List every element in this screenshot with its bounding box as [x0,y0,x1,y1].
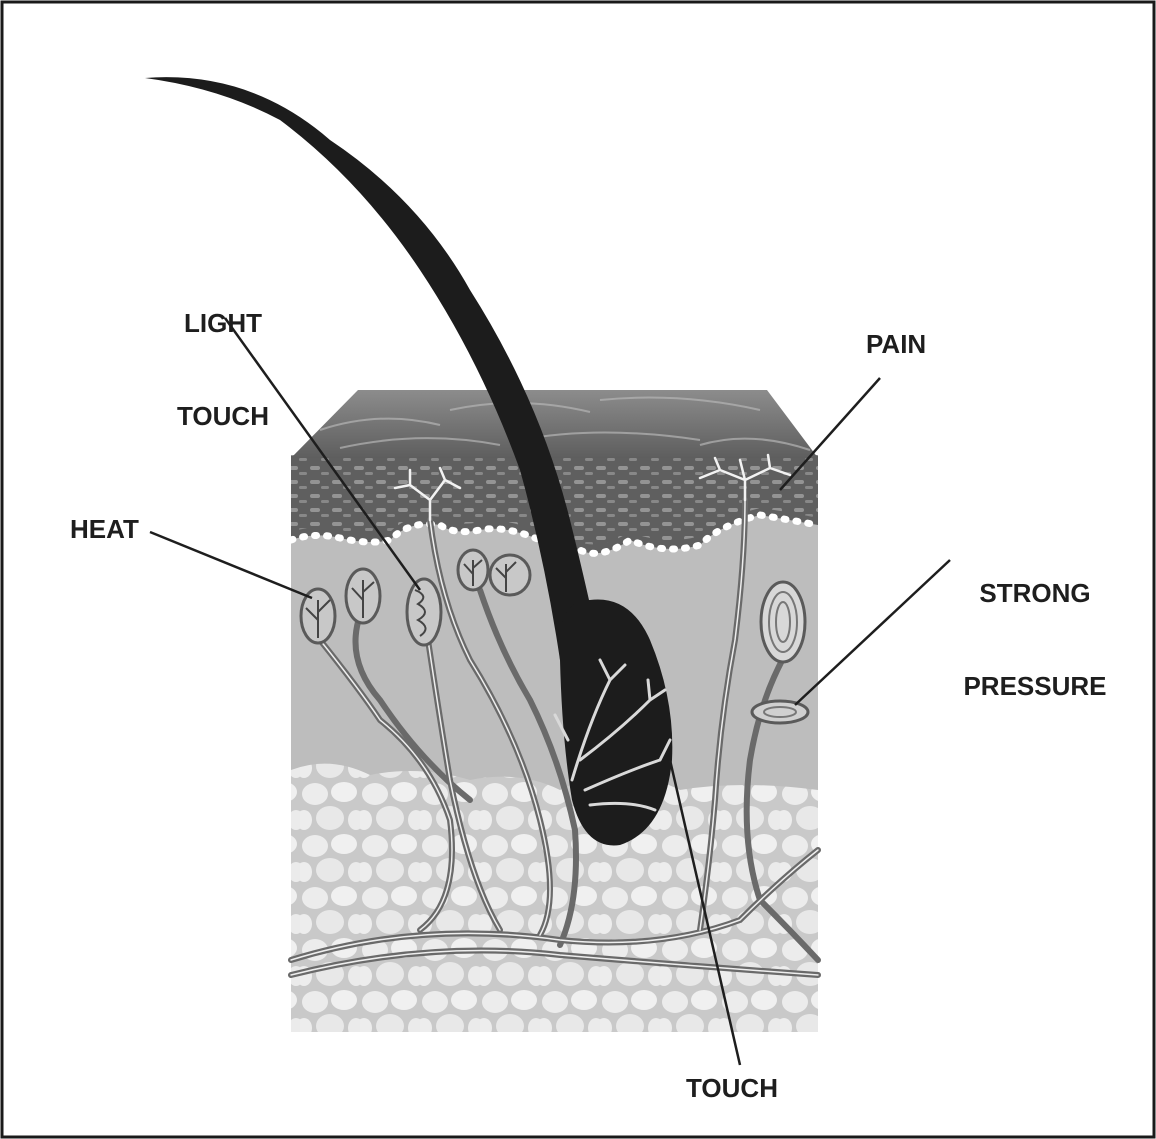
label-strong-pressure-line2: PRESSURE [945,671,1125,702]
label-heat: HEAT [70,514,139,545]
skin-surface [291,390,818,458]
strong-pressure-receptor [752,701,808,723]
label-light-touch-line1: LIGHT [168,308,278,339]
label-strong-pressure: STRONG PRESSURE [945,516,1125,733]
label-light-touch: LIGHT TOUCH [168,246,278,463]
subcutaneous-fat-layer [291,764,818,1032]
receptor-5 [490,555,530,595]
light-touch-receptor [407,579,441,645]
label-light-touch-line2: TOUCH [168,401,278,432]
heat-receptor [301,589,335,643]
receptor-2 [346,569,380,623]
label-touch: TOUCH [686,1073,778,1104]
label-strong-pressure-line1: STRONG [945,578,1125,609]
receptor-4 [458,550,488,590]
pacinian-corpuscle [761,582,805,662]
label-pain: PAIN [866,329,926,360]
